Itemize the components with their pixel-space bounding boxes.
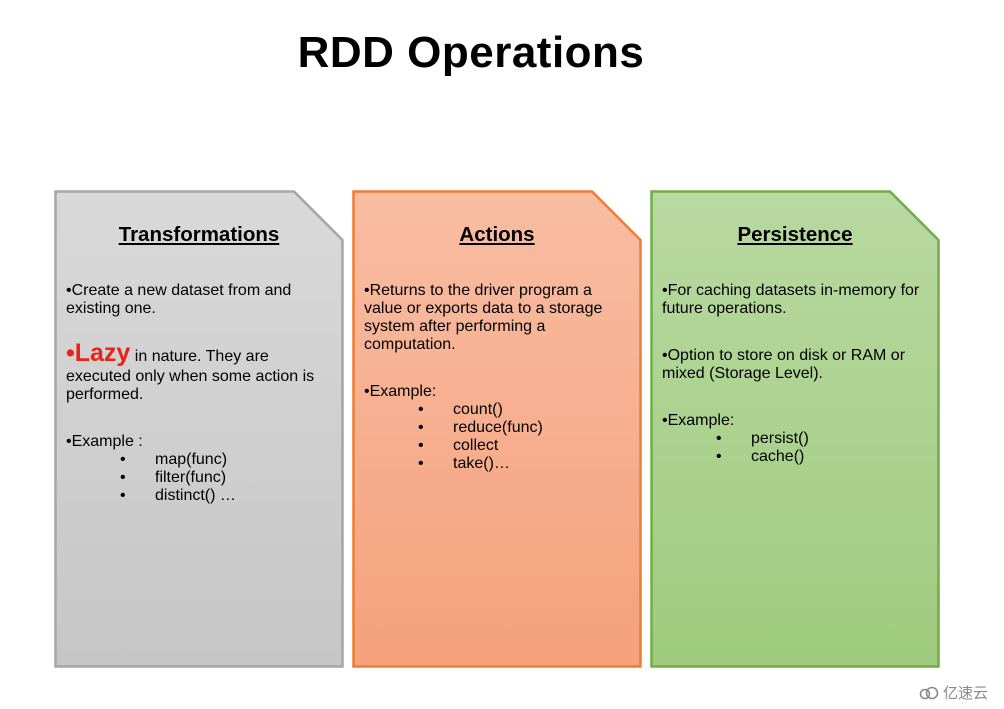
watermark: 亿速云 bbox=[918, 682, 988, 703]
cloud-logo-icon bbox=[918, 686, 940, 700]
example-item: cache() bbox=[662, 448, 932, 466]
card-body: •Create a new dataset from and existing … bbox=[66, 282, 336, 505]
example-list: map(func) filter(func) distinct() … bbox=[66, 451, 336, 505]
card-heading: Transformations bbox=[118, 223, 280, 246]
card-description: •For caching datasets in-memory for futu… bbox=[662, 282, 920, 317]
example-item: reduce(func) bbox=[364, 419, 634, 437]
example-label: •Example: bbox=[662, 412, 735, 429]
card-description: •Create a new dataset from and existing … bbox=[66, 282, 292, 317]
example-item: count() bbox=[364, 401, 634, 419]
page-title: RDD Operations bbox=[297, 28, 645, 77]
example-label: •Example: bbox=[364, 383, 437, 400]
lazy-keyword: •Lazy bbox=[66, 339, 131, 367]
example-item: persist() bbox=[662, 430, 932, 448]
actions-card: Actions •Returns to the driver program a… bbox=[352, 190, 642, 668]
example-item: map(func) bbox=[66, 451, 336, 469]
card-heading: Persistence bbox=[737, 223, 853, 246]
storage-option-description: •Option to store on disk or RAM or mixed… bbox=[662, 347, 906, 382]
card-body: •Returns to the driver program a value o… bbox=[364, 282, 634, 473]
card-body: •For caching datasets in-memory for futu… bbox=[662, 282, 932, 466]
example-item: take()… bbox=[364, 455, 634, 473]
example-item: distinct() … bbox=[66, 487, 336, 505]
example-item: collect bbox=[364, 437, 634, 455]
card-heading: Actions bbox=[459, 223, 535, 246]
card-shape-green bbox=[650, 190, 940, 668]
watermark-text: 亿速云 bbox=[942, 685, 988, 702]
card-shape-gray bbox=[54, 190, 344, 668]
example-label: •Example : bbox=[66, 433, 143, 450]
example-item: filter(func) bbox=[66, 469, 336, 487]
lazy-note: •Lazy in nature. They are executed only … bbox=[66, 339, 336, 404]
persistence-card: Persistence •For caching datasets in-mem… bbox=[650, 190, 940, 668]
example-list: persist() cache() bbox=[662, 430, 932, 466]
transformations-card: Transformations •Create a new dataset fr… bbox=[54, 190, 344, 668]
example-list: count() reduce(func) collect take()… bbox=[364, 401, 634, 473]
card-description: •Returns to the driver program a value o… bbox=[364, 282, 603, 353]
lazy-description: in nature. They are executed only when s… bbox=[66, 348, 315, 403]
